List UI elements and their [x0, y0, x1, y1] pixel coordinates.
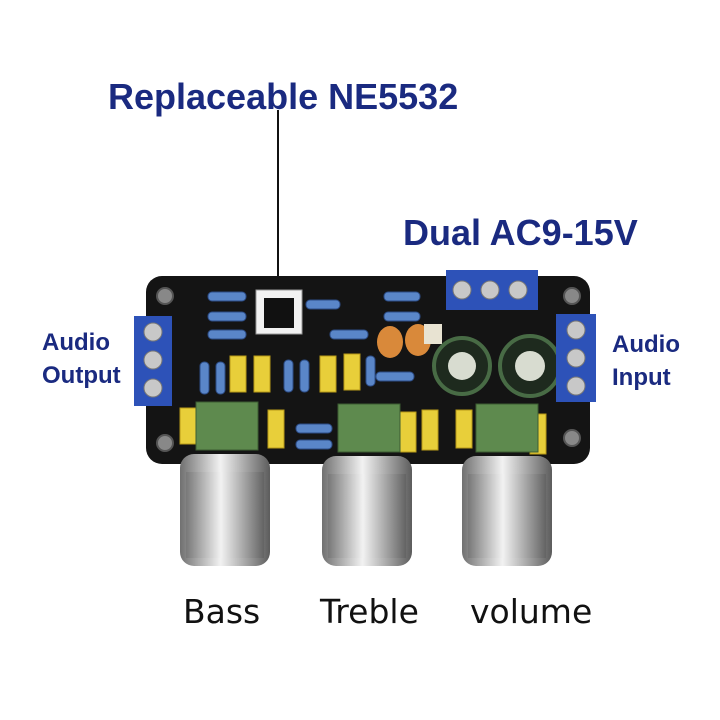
input-label-line2: Input	[612, 364, 671, 391]
volume-label: volume	[470, 592, 593, 631]
audio-input-label: Audio Input	[612, 328, 680, 394]
mounting-holes	[156, 287, 581, 452]
knob-bass	[180, 454, 270, 566]
film-capacitors	[179, 353, 547, 455]
output-terminal-block	[134, 316, 172, 406]
output-label-line1: Audio	[42, 329, 110, 356]
treble-label: Treble	[320, 592, 419, 631]
output-label-line2: Output	[42, 362, 121, 389]
knob-treble	[322, 456, 412, 566]
ne5532-chip	[255, 289, 303, 335]
knob-volume	[462, 456, 552, 566]
potentiometer-bodies	[195, 401, 539, 453]
input-label-line1: Audio	[612, 331, 680, 358]
bass-label: Bass	[183, 592, 261, 631]
orange-capacitors	[377, 324, 442, 358]
power-terminal-block	[446, 270, 538, 310]
electrolytic-capacitors	[432, 334, 562, 398]
audio-output-label: Audio Output	[42, 326, 121, 392]
power-label: Dual AC9-15V	[403, 212, 638, 253]
resistors	[199, 291, 421, 450]
chip-callout-label: Replaceable NE5532	[108, 76, 459, 117]
input-terminal-block	[556, 314, 596, 402]
